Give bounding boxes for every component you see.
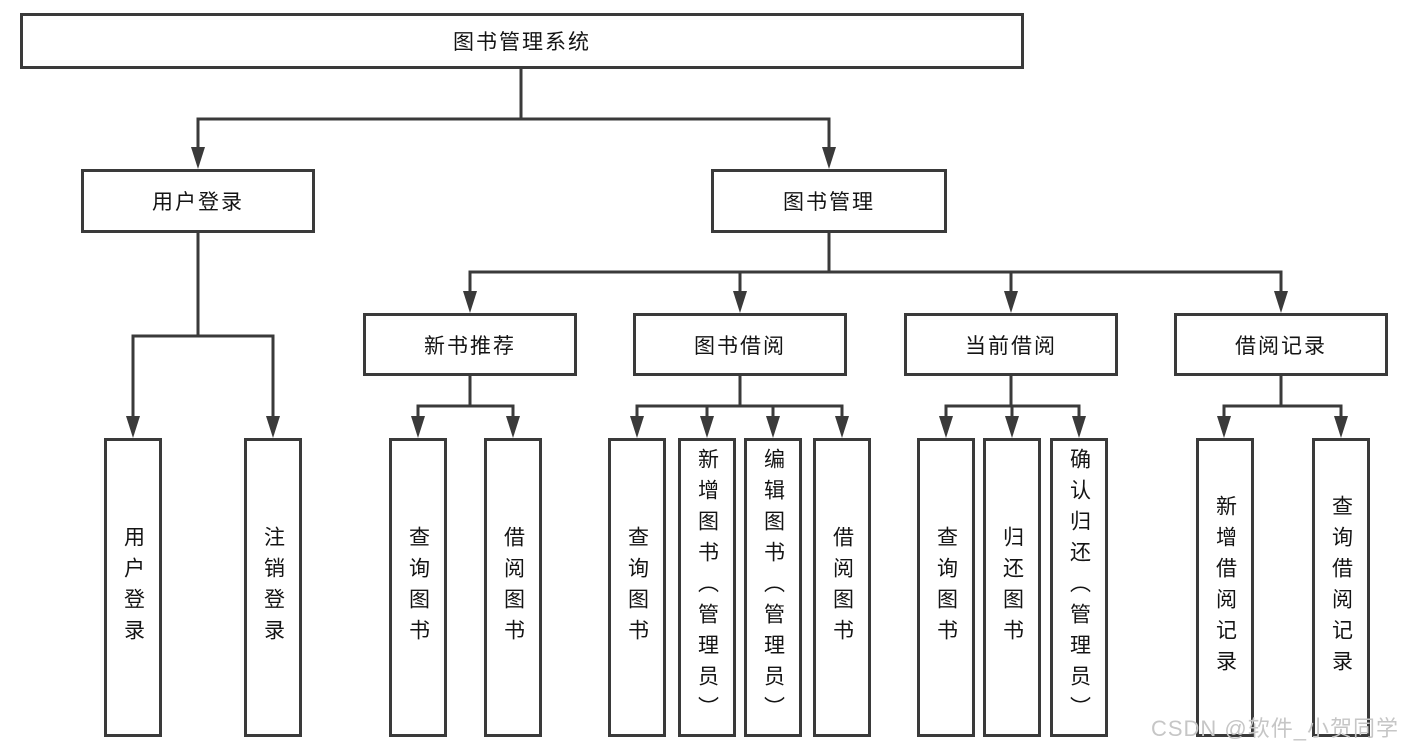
node-current-borrowing: 当前借阅	[904, 313, 1118, 376]
node-book-borrowing: 图书借阅	[633, 313, 847, 376]
leaf-confirm-return-admin-label: 确认归还（管理员）	[1067, 448, 1091, 727]
csdn-watermark: CSDN @软件_小贺同学	[1150, 716, 1399, 741]
leaf-current-query-books: 查询图书	[917, 438, 975, 737]
leaf-borrowing-borrow-books-label: 借阅图书	[830, 525, 854, 650]
leaf-logout-label: 注销登录	[261, 525, 285, 650]
leaf-recommend-query-books-label: 查询图书	[406, 525, 430, 650]
leaf-return-books-label: 归还图书	[1000, 525, 1024, 650]
node-borrowing-records: 借阅记录	[1174, 313, 1388, 376]
leaf-query-borrow-record: 查询借阅记录	[1312, 438, 1370, 737]
leaf-recommend-borrow-books-label: 借阅图书	[501, 525, 525, 650]
leaf-add-book-admin-label: 新增图书（管理员）	[695, 448, 719, 727]
leaf-borrowing-borrow-books: 借阅图书	[813, 438, 871, 737]
node-book-management: 图书管理	[711, 169, 947, 233]
leaf-user-login: 用户登录	[104, 438, 162, 737]
leaf-query-borrow-record-label: 查询借阅记录	[1329, 494, 1353, 681]
node-library-management-system: 图书管理系统	[20, 13, 1024, 69]
leaf-edit-book-admin: 编辑图书（管理员）	[744, 438, 802, 737]
leaf-current-query-books-label: 查询图书	[934, 525, 958, 650]
leaf-borrowing-query-books-label: 查询图书	[625, 525, 649, 650]
leaf-add-book-admin: 新增图书（管理员）	[678, 438, 736, 737]
leaf-return-books: 归还图书	[983, 438, 1041, 737]
leaf-confirm-return-admin: 确认归还（管理员）	[1050, 438, 1108, 737]
leaf-user-login-label: 用户登录	[121, 525, 145, 650]
node-user-login: 用户登录	[81, 169, 315, 233]
leaf-edit-book-admin-label: 编辑图书（管理员）	[761, 448, 785, 727]
leaf-add-borrow-record: 新增借阅记录	[1196, 438, 1254, 737]
leaf-add-borrow-record-label: 新增借阅记录	[1213, 494, 1237, 681]
node-new-book-recommendation: 新书推荐	[363, 313, 577, 376]
leaf-recommend-query-books: 查询图书	[389, 438, 447, 737]
leaf-borrowing-query-books: 查询图书	[608, 438, 666, 737]
leaf-logout: 注销登录	[244, 438, 302, 737]
leaf-recommend-borrow-books: 借阅图书	[484, 438, 542, 737]
